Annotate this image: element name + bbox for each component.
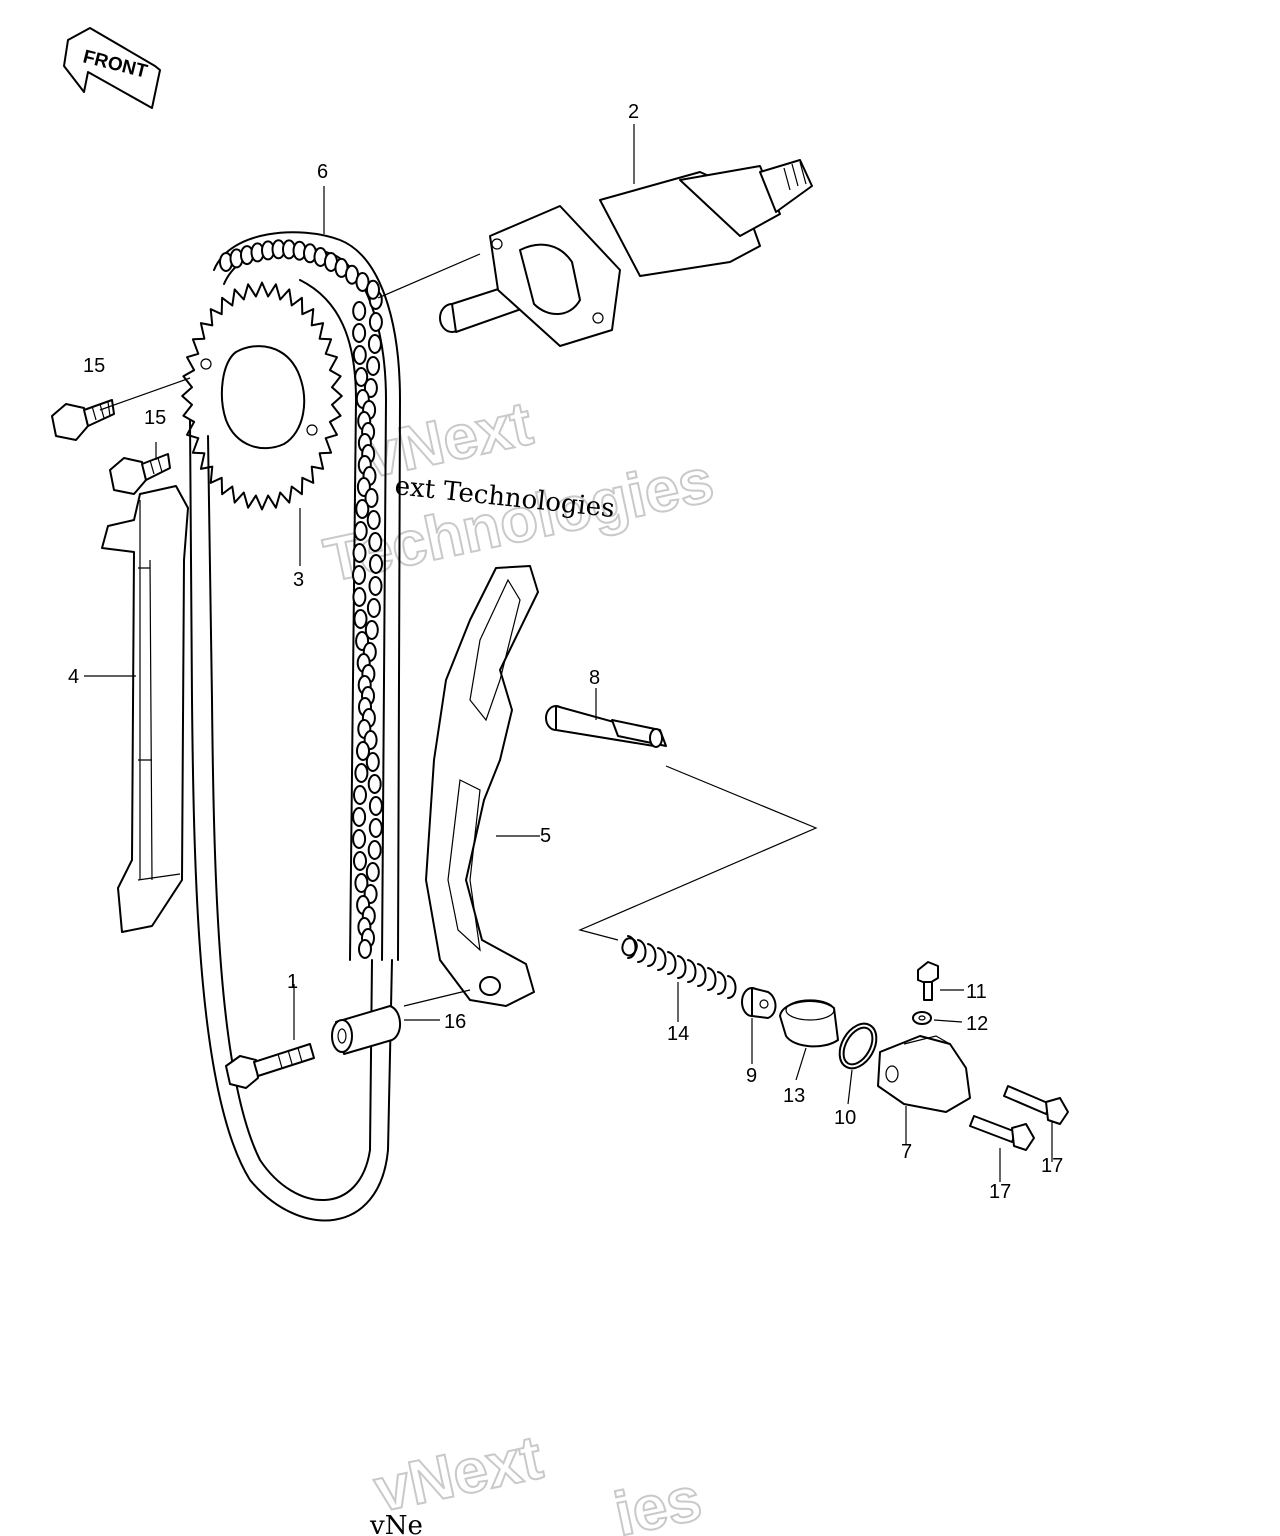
pushrod-8 <box>545 705 667 748</box>
chain-link <box>366 510 381 530</box>
chain-link <box>352 323 367 343</box>
callout-2: 2 <box>628 101 639 123</box>
chain-link <box>353 521 368 541</box>
washer-12 <box>912 1011 932 1025</box>
chain-link <box>352 587 367 607</box>
cap-9 <box>741 987 777 1019</box>
callout-15b: 15 <box>144 407 166 429</box>
chain-link <box>364 488 379 508</box>
chain-link <box>368 796 383 816</box>
tensioner-guide <box>425 565 539 1007</box>
leader-lines <box>84 124 1053 1182</box>
callout-13: 13 <box>783 1085 805 1107</box>
callout-8: 8 <box>589 667 600 689</box>
front-arrow-icon: FRONT <box>63 27 161 109</box>
callout-16: 16 <box>444 1011 466 1033</box>
chain-link <box>353 851 367 871</box>
chain-link <box>352 345 367 365</box>
cam-chain <box>213 231 401 961</box>
callout-7: 7 <box>901 1141 912 1163</box>
chain-link <box>366 279 380 300</box>
chain-link <box>366 356 381 376</box>
callout-5: 5 <box>540 825 551 847</box>
callout-3: 3 <box>293 569 304 591</box>
watermark-bottom-right: ies <box>609 1464 708 1536</box>
o-ring-10 <box>838 1022 878 1070</box>
bolt-15-lower <box>109 453 171 495</box>
chain-link <box>369 554 383 574</box>
chain-link <box>367 774 382 794</box>
callouts: 1 2 3 4 5 6 7 8 9 10 11 12 13 14 15 15 1… <box>68 101 1063 1203</box>
tensioner-housing-7 <box>877 1035 971 1113</box>
chain-link <box>354 873 369 893</box>
camshaft <box>439 159 813 347</box>
chain-link <box>365 752 380 772</box>
chain-link <box>364 620 379 640</box>
callout-1: 1 <box>287 971 298 993</box>
chain-link <box>368 576 383 596</box>
callout-4: 4 <box>68 666 79 688</box>
collar-16 <box>331 1005 401 1055</box>
chain-link <box>356 741 370 761</box>
chain-link <box>352 543 367 563</box>
callout-6: 6 <box>317 161 328 183</box>
chain-link <box>368 532 383 552</box>
chain-link <box>353 785 367 805</box>
chain-guide-loop <box>189 419 393 1222</box>
camshaft-sprocket <box>181 281 343 511</box>
chain-guide <box>101 485 189 933</box>
callout-9: 9 <box>746 1065 757 1087</box>
bolt-1 <box>225 1043 315 1089</box>
bolt-15-top <box>51 399 115 441</box>
watermark-bottom-left: vNe <box>369 1511 423 1536</box>
bolt-17-lower <box>969 1115 1035 1151</box>
chain-link <box>367 334 382 354</box>
chain-link <box>358 939 372 959</box>
chain-link <box>352 565 366 585</box>
spring-14 <box>621 935 737 999</box>
chain-link <box>355 499 370 519</box>
chain-link <box>354 367 369 387</box>
callout-17b: 17 <box>1041 1155 1063 1177</box>
chain-link <box>367 840 382 860</box>
bolt-11 <box>917 961 939 1001</box>
callout-12: 12 <box>966 1013 988 1035</box>
chain-link <box>368 312 383 332</box>
chain-link <box>352 807 367 827</box>
chain-link <box>355 272 370 292</box>
chain-link <box>353 609 368 629</box>
callout-11: 11 <box>966 981 987 1003</box>
chain-link <box>354 763 369 783</box>
chain-link <box>352 829 367 849</box>
bolt-17-upper <box>1003 1085 1069 1125</box>
chain-link <box>368 818 383 838</box>
chain-link <box>352 301 367 321</box>
callout-15a: 15 <box>83 355 105 377</box>
chain-link <box>365 862 380 882</box>
chain-link <box>366 598 381 618</box>
sleeve-13 <box>779 999 839 1048</box>
callout-14: 14 <box>667 1023 689 1045</box>
callout-10: 10 <box>834 1107 856 1129</box>
callout-17a: 17 <box>989 1181 1011 1203</box>
